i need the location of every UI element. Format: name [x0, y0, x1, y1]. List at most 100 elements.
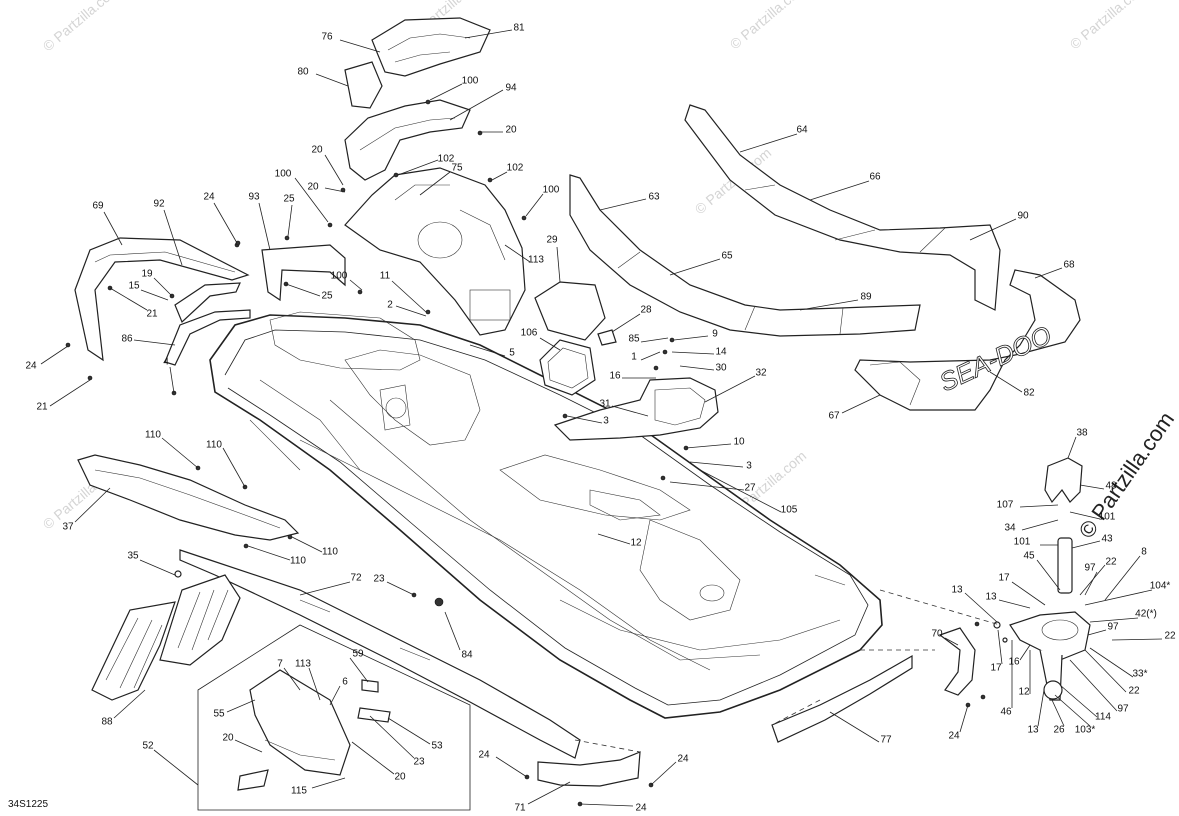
callout-c115: 115 [291, 786, 307, 797]
callout-c7: 7 [277, 659, 283, 670]
callout-c84: 84 [461, 650, 473, 661]
callout-c27: 27 [744, 483, 756, 494]
callout-c71: 71 [514, 803, 526, 814]
watermark-text: © Partzilla.com [1074, 407, 1179, 543]
callout-c86: 86 [121, 334, 133, 345]
side-sponson [77, 454, 581, 759]
callout-c68: 68 [1063, 260, 1075, 271]
callout-c25b: 25 [321, 291, 333, 302]
callout-c31: 31 [599, 399, 611, 410]
callout-c43: 43 [1101, 534, 1113, 545]
callout-c25a: 25 [283, 194, 295, 205]
callout-c106: 106 [521, 328, 538, 339]
callout-c38: 38 [1076, 428, 1088, 439]
callout-c14: 14 [715, 347, 727, 358]
callout-c97a: 97 [1084, 563, 1096, 574]
callout-c24c: 24 [948, 731, 960, 742]
callout-c100a: 100 [462, 76, 479, 87]
callout-c8: 8 [1141, 547, 1147, 558]
sea-doo-logo: SEA-DOO [935, 320, 1056, 398]
callout-c20d: 20 [222, 733, 234, 744]
callout-c59: 59 [352, 649, 364, 660]
callout-c3b: 3 [746, 461, 752, 472]
callout-c11: 11 [380, 271, 391, 282]
callout-c3a: 3 [603, 416, 609, 427]
callout-c101b: 101 [1014, 537, 1031, 548]
storage-parts [534, 281, 617, 396]
callout-c101a: 101 [1099, 512, 1116, 523]
callout-c97c: 97 [1117, 704, 1129, 715]
callout-c20c: 20 [307, 182, 319, 193]
steering-cover-parts [344, 17, 491, 181]
foot-mats [569, 104, 1001, 337]
callout-c113b: 113 [295, 659, 311, 670]
callout-c76: 76 [321, 32, 333, 43]
callout-c52: 52 [142, 741, 154, 752]
callout-c55: 55 [213, 709, 225, 720]
watermark-text: © Partzilla.com [1067, 0, 1150, 52]
callout-c13a: 13 [951, 585, 963, 596]
side-vents [91, 570, 241, 701]
callout-c33: 33* [1132, 669, 1147, 680]
callout-c20b: 20 [311, 145, 323, 156]
callout-c13b: 13 [985, 592, 997, 603]
callout-c90: 90 [1017, 211, 1029, 222]
callout-c13c: 13 [1027, 725, 1039, 736]
callout-c45: 45 [1023, 551, 1035, 562]
callout-c24f: 24 [635, 803, 647, 814]
callout-c21a: 21 [146, 309, 158, 320]
callout-c113a: 113 [528, 255, 544, 266]
hull-body [209, 311, 883, 719]
callout-c29: 29 [546, 235, 558, 246]
callout-c110d: 110 [290, 556, 306, 567]
dashed-guides [574, 589, 1001, 753]
callout-c37: 37 [62, 522, 74, 533]
callout-c64: 64 [796, 125, 808, 136]
inset-detail-box [197, 624, 471, 811]
callout-c22b: 22 [1164, 631, 1176, 642]
callout-c16b: 16 [1008, 657, 1020, 668]
callout-c77: 77 [880, 735, 892, 746]
callout-c100b: 100 [275, 169, 292, 180]
callout-c19: 19 [141, 269, 153, 280]
callout-c92: 92 [153, 199, 165, 210]
callout-c22c: 22 [1128, 686, 1140, 697]
callout-c23b: 23 [413, 757, 425, 768]
callout-c88: 88 [101, 717, 113, 728]
upper-console [344, 167, 526, 336]
callout-c17a: 17 [998, 573, 1010, 584]
callout-c15: 15 [128, 281, 140, 292]
callout-c53: 53 [431, 741, 443, 752]
callout-c89: 89 [860, 292, 872, 303]
callout-c66: 66 [869, 172, 881, 183]
callout-c85: 85 [628, 334, 640, 345]
callout-c70: 70 [931, 629, 943, 640]
callout-c12b: 12 [1018, 687, 1030, 698]
callout-c5: 5 [509, 348, 515, 359]
callout-c24e: 24 [677, 754, 689, 765]
callout-c20a: 20 [505, 125, 517, 136]
callout-c21b: 21 [36, 402, 48, 413]
callout-c28: 28 [640, 305, 652, 316]
callout-c72: 72 [350, 573, 362, 584]
callout-c4: 4 [163, 357, 169, 368]
callout-c23a: 23 [373, 574, 385, 585]
callout-c35: 35 [127, 551, 139, 562]
callout-c9: 9 [712, 329, 718, 340]
callout-c24a: 24 [203, 192, 215, 203]
callout-c6: 6 [342, 677, 348, 688]
callout-c93: 93 [248, 192, 260, 203]
callout-c65: 65 [721, 251, 733, 262]
callout-c104: 104* [1150, 581, 1171, 592]
pump-assembly [993, 457, 1091, 701]
callout-c20e: 20 [394, 772, 406, 783]
callout-c22a: 22 [1105, 557, 1117, 568]
callout-c69: 69 [92, 201, 104, 212]
rear-bumpers [537, 627, 976, 787]
callout-c103: 103* [1075, 725, 1096, 736]
callout-c2: 2 [387, 300, 393, 311]
callout-c46: 46 [1000, 707, 1012, 718]
callout-c75: 75 [451, 163, 463, 174]
callout-c10: 10 [733, 437, 745, 448]
